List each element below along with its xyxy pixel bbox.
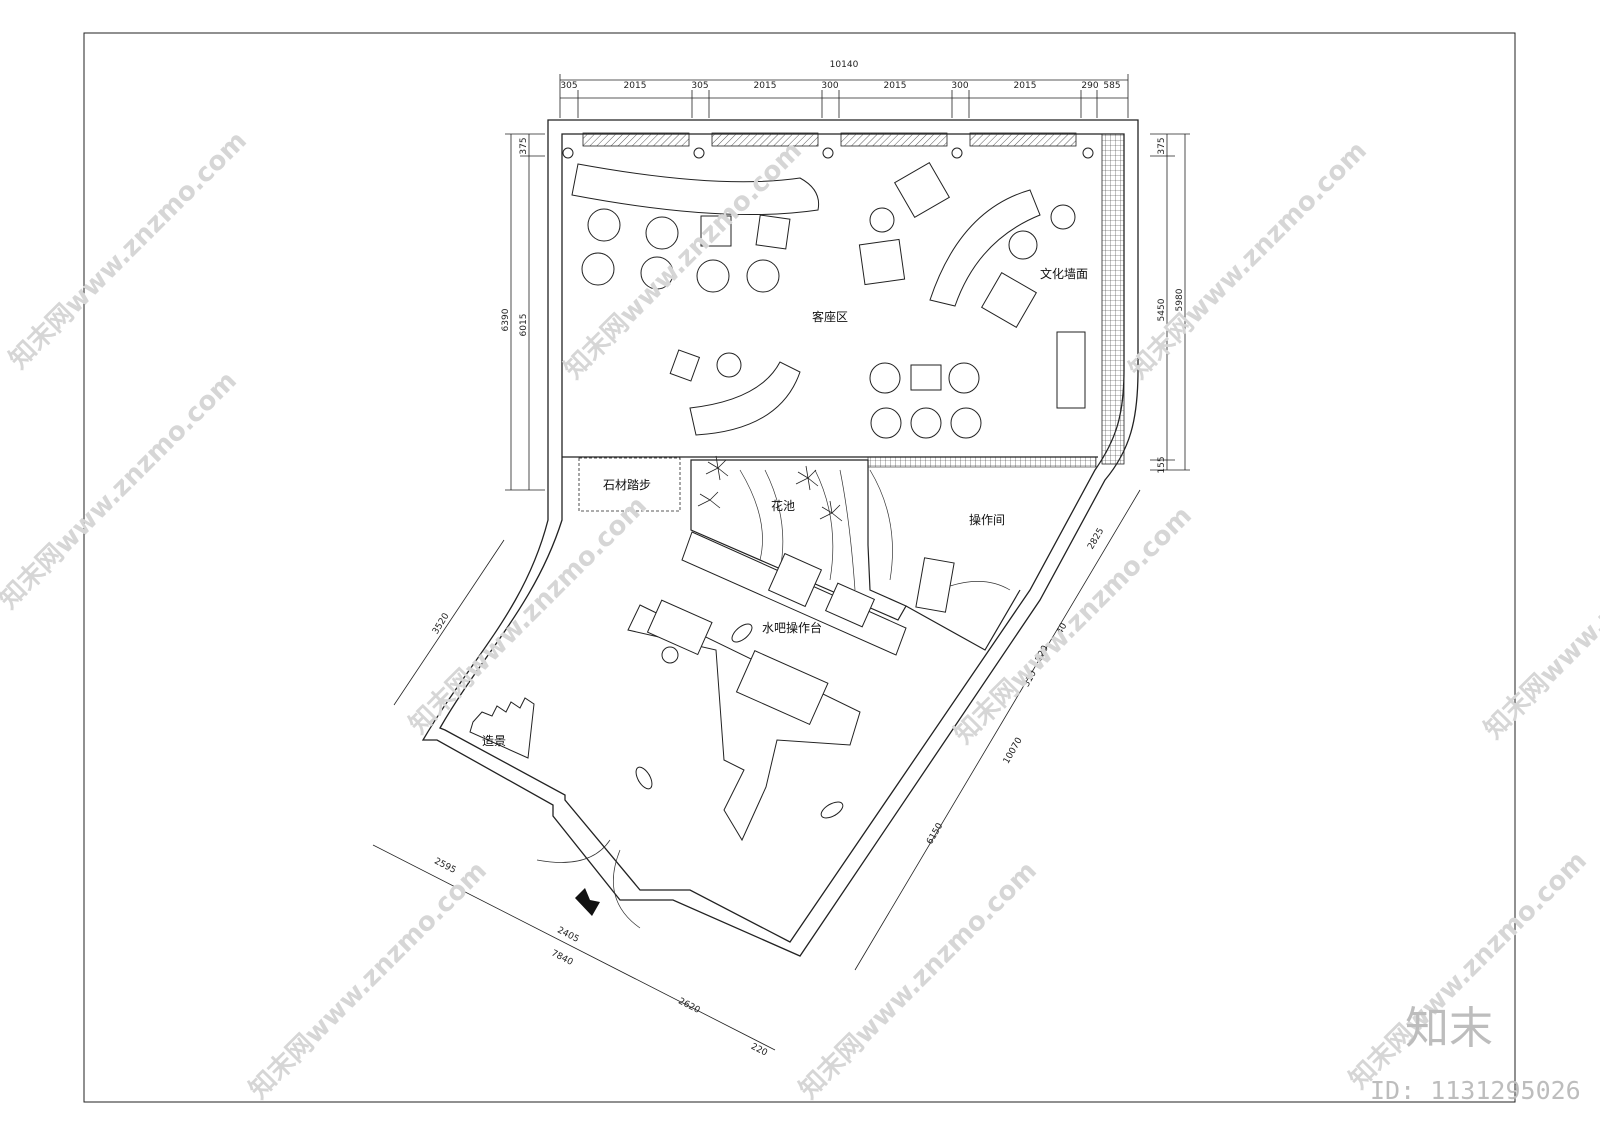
flower-pool	[690, 455, 907, 621]
label-scenery: 造景	[482, 734, 506, 748]
dim-top-seg: 300	[951, 81, 968, 91]
dim-right-outer: 5980	[1175, 288, 1185, 311]
dim-right-diag-seg: 6150	[925, 821, 945, 846]
dim-top-seg: 2015	[884, 81, 907, 91]
watermark-text: 知末网www.znzmo.com	[1344, 846, 1593, 1095]
dim-bottom-seg: 2405	[555, 926, 580, 945]
dim-top-seg: 2015	[1014, 81, 1037, 91]
scenery-steps	[469, 697, 535, 759]
guest-area-furniture	[571, 161, 1086, 439]
dim-right-diag-seg: 2825	[1086, 527, 1106, 552]
dim-right-diag-total: 10070	[1002, 736, 1025, 766]
dim-top-seg: 585	[1103, 81, 1120, 91]
person-figures	[635, 623, 844, 819]
dim-top-seg: 2015	[624, 81, 647, 91]
dim-left-outer: 6390	[501, 308, 511, 331]
operation-room	[905, 557, 1021, 651]
dim-right-top: 375	[1157, 137, 1167, 154]
dim-bottom-seg: 2620	[676, 997, 701, 1016]
dim-bottom-seg: 220	[749, 1042, 769, 1059]
watermark-text: 知末网www.znzmo.com	[1479, 496, 1600, 745]
dim-top-total: 10140	[830, 60, 859, 70]
dim-right-inner: 5450	[1157, 298, 1167, 321]
sheet-frame	[83, 32, 1516, 1103]
water-bar-counter	[627, 531, 907, 842]
label-guest-area: 客座区	[812, 309, 848, 324]
entrance-arrow-icon	[575, 888, 600, 916]
entrance	[536, 839, 641, 929]
dim-right-bottom: 155	[1157, 456, 1167, 473]
dim-top-seg: 2015	[754, 81, 777, 91]
building-walls	[421, 119, 1139, 957]
dim-left-inner: 6015	[519, 314, 529, 337]
dim-top-seg: 305	[691, 81, 708, 91]
label-stone-steps: 石材踏步	[603, 478, 651, 492]
watermark-text: 知末网www.znzmo.com	[4, 126, 253, 375]
dim-left-diagonal: 3520	[431, 611, 452, 636]
brand-logo: 知末	[1405, 1003, 1493, 1054]
stone-steps-box	[578, 457, 681, 512]
dim-left-top: 375	[519, 137, 529, 154]
label-flower-pool: 花池	[771, 498, 795, 513]
dimension-lines	[372, 74, 1190, 1051]
dim-top-seg: 290	[1081, 81, 1098, 91]
watermark-text: 知末网www.znzmo.com	[244, 856, 493, 1105]
image-id: ID: 1131295026	[1370, 1076, 1581, 1105]
dim-bottom-total: 7840	[549, 949, 574, 968]
label-culture-wall: 文化墙面	[1040, 266, 1088, 281]
watermark-text: 知末网www.znzmo.com	[0, 366, 243, 615]
dim-top-seg: 300	[821, 81, 838, 91]
label-water-bar: 水吧操作台	[762, 620, 822, 635]
dim-top-seg: 305	[560, 81, 577, 91]
label-operation-room: 操作间	[969, 512, 1005, 527]
watermark-text: 知末网www.znzmo.com	[1124, 136, 1373, 385]
